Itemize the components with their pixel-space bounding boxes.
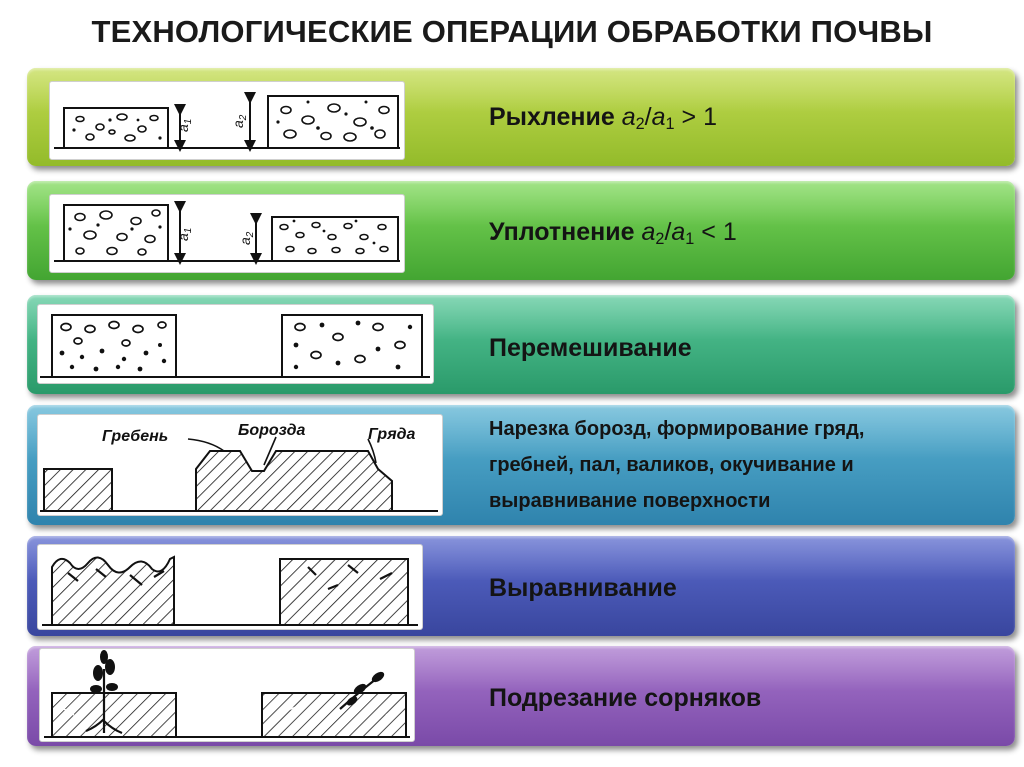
compaction-diagram: a1 a2 [49, 194, 405, 273]
a1-label: a1 [175, 119, 194, 132]
operation-row-compaction: a1 a2 Уплотнение a2/a1 < 1 [27, 181, 1015, 280]
operation-row-mixing: Перемешивание [27, 295, 1015, 394]
operation-label-leveling: Выравнивание [489, 574, 677, 602]
mixing-diagram [37, 304, 434, 384]
furrow-label: Борозда [238, 422, 305, 439]
leveling-diagram [37, 544, 423, 630]
page-title: ТЕХНОЛОГИЧЕСКИЕ ОПЕРАЦИИ ОБРАБОТКИ ПОЧВЫ [91, 14, 933, 49]
bed-label: Гряда [368, 426, 416, 443]
operation-label-furrowing: Нарезка борозд, формирование гряд, гребн… [489, 418, 865, 512]
a2-label-2: a2 [237, 231, 256, 245]
loosening-diagram: a1 a2 [49, 81, 405, 160]
a2-label: a2 [230, 114, 249, 128]
operation-row-weed-cutting: Подрезание сорняков [27, 646, 1015, 746]
operation-row-leveling: Выравнивание [27, 536, 1015, 636]
ridge-label: Гребень [102, 428, 168, 445]
operation-row-furrowing: Гребень Борозда Гряда Нарезка борозд, фо… [27, 405, 1015, 525]
weed-cutting-diagram [39, 648, 415, 742]
operation-label-compaction: Уплотнение a2/a1 < 1 [489, 218, 737, 248]
operation-row-loosening: a1 a2 Рыхление a2/a1 > 1 [27, 68, 1015, 166]
a1-label-2: a1 [175, 228, 194, 241]
operation-label-loosening: Рыхление a2/a1 > 1 [489, 103, 717, 133]
furrowing-diagram: Гребень Борозда Гряда [37, 414, 443, 516]
operation-label-mixing: Перемешивание [489, 334, 692, 362]
operation-label-weed-cutting: Подрезание сорняков [489, 684, 762, 712]
